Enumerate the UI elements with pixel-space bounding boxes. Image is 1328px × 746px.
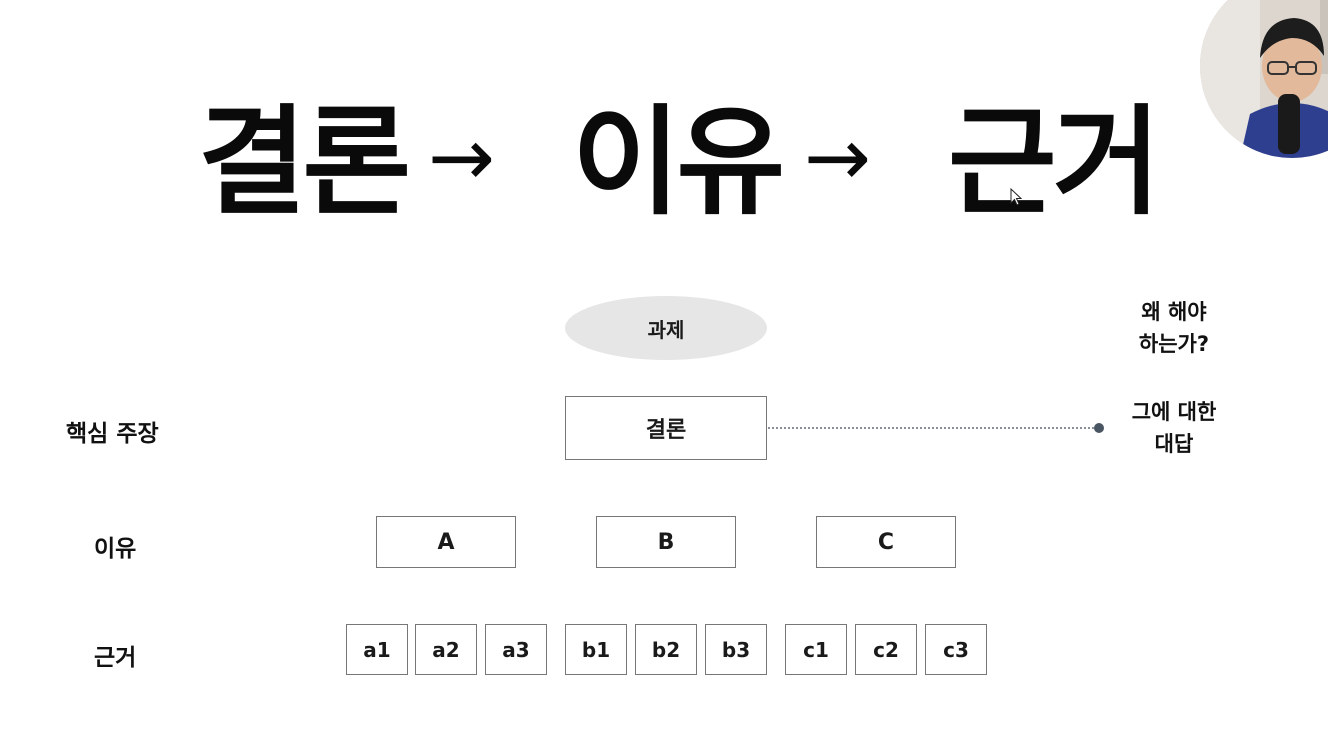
reason-label-c: C [877,529,895,555]
evidence-box-b2: b2 [635,624,697,675]
evidence-box-c3: c3 [925,624,987,675]
reason-label-a: A [437,529,455,555]
evidence-label-b1: b1 [581,637,611,662]
headline-reason: 이유 [572,93,785,231]
evidence-box-b3: b3 [705,624,767,675]
evidence-box-c1: c1 [785,624,847,675]
evidence-label-b3: b3 [721,637,751,662]
evidence-box-c2: c2 [855,624,917,675]
evidence-box-a1: a1 [346,624,408,675]
headline-conclusion: 결론 [198,93,411,231]
answer-line-2: 대답 [1154,432,1194,456]
headline-arrow-1: → [428,111,496,204]
evidence-box-a2: a2 [415,624,477,675]
question-note: 왜 해야 하는가? [1099,296,1249,360]
question-line-1: 왜 해야 [1141,300,1207,324]
evidence-label-c2: c2 [873,637,899,662]
answer-note: 그에 대한 대답 [1099,396,1249,460]
task-label: 과제 [647,317,685,342]
headline-evidence: 근거 [948,93,1161,231]
dotted-connector [768,427,1098,429]
evidence-label-c1: c1 [803,637,829,662]
row-label-core-claim: 핵심 주장 [66,421,159,447]
presenter-webcam [1200,0,1328,158]
reason-label-b: B [657,529,675,555]
evidence-box-a3: a3 [485,624,547,675]
evidence-box-b1: b1 [565,624,627,675]
evidence-label-a3: a3 [502,637,530,662]
evidence-label-a2: a2 [432,637,460,662]
mouse-pointer-icon [1010,187,1023,210]
conclusion-label: 결론 [645,418,687,443]
reason-box-c: C [816,516,956,568]
evidence-label-a1: a1 [363,637,391,662]
connector-dot [1094,423,1104,433]
row-label-reason: 이유 [94,536,137,562]
evidence-label-c3: c3 [943,637,969,662]
question-line-2: 하는가? [1138,332,1210,356]
task-ellipse: 과제 [565,296,767,360]
answer-line-1: 그에 대한 [1131,400,1217,424]
evidence-label-b2: b2 [651,637,681,662]
reason-box-a: A [376,516,516,568]
headline-arrow-2: → [804,111,872,204]
row-label-evidence: 근거 [94,645,137,671]
reason-box-b: B [596,516,736,568]
presenter-avatar [1200,0,1328,158]
conclusion-box: 결론 [565,396,767,460]
